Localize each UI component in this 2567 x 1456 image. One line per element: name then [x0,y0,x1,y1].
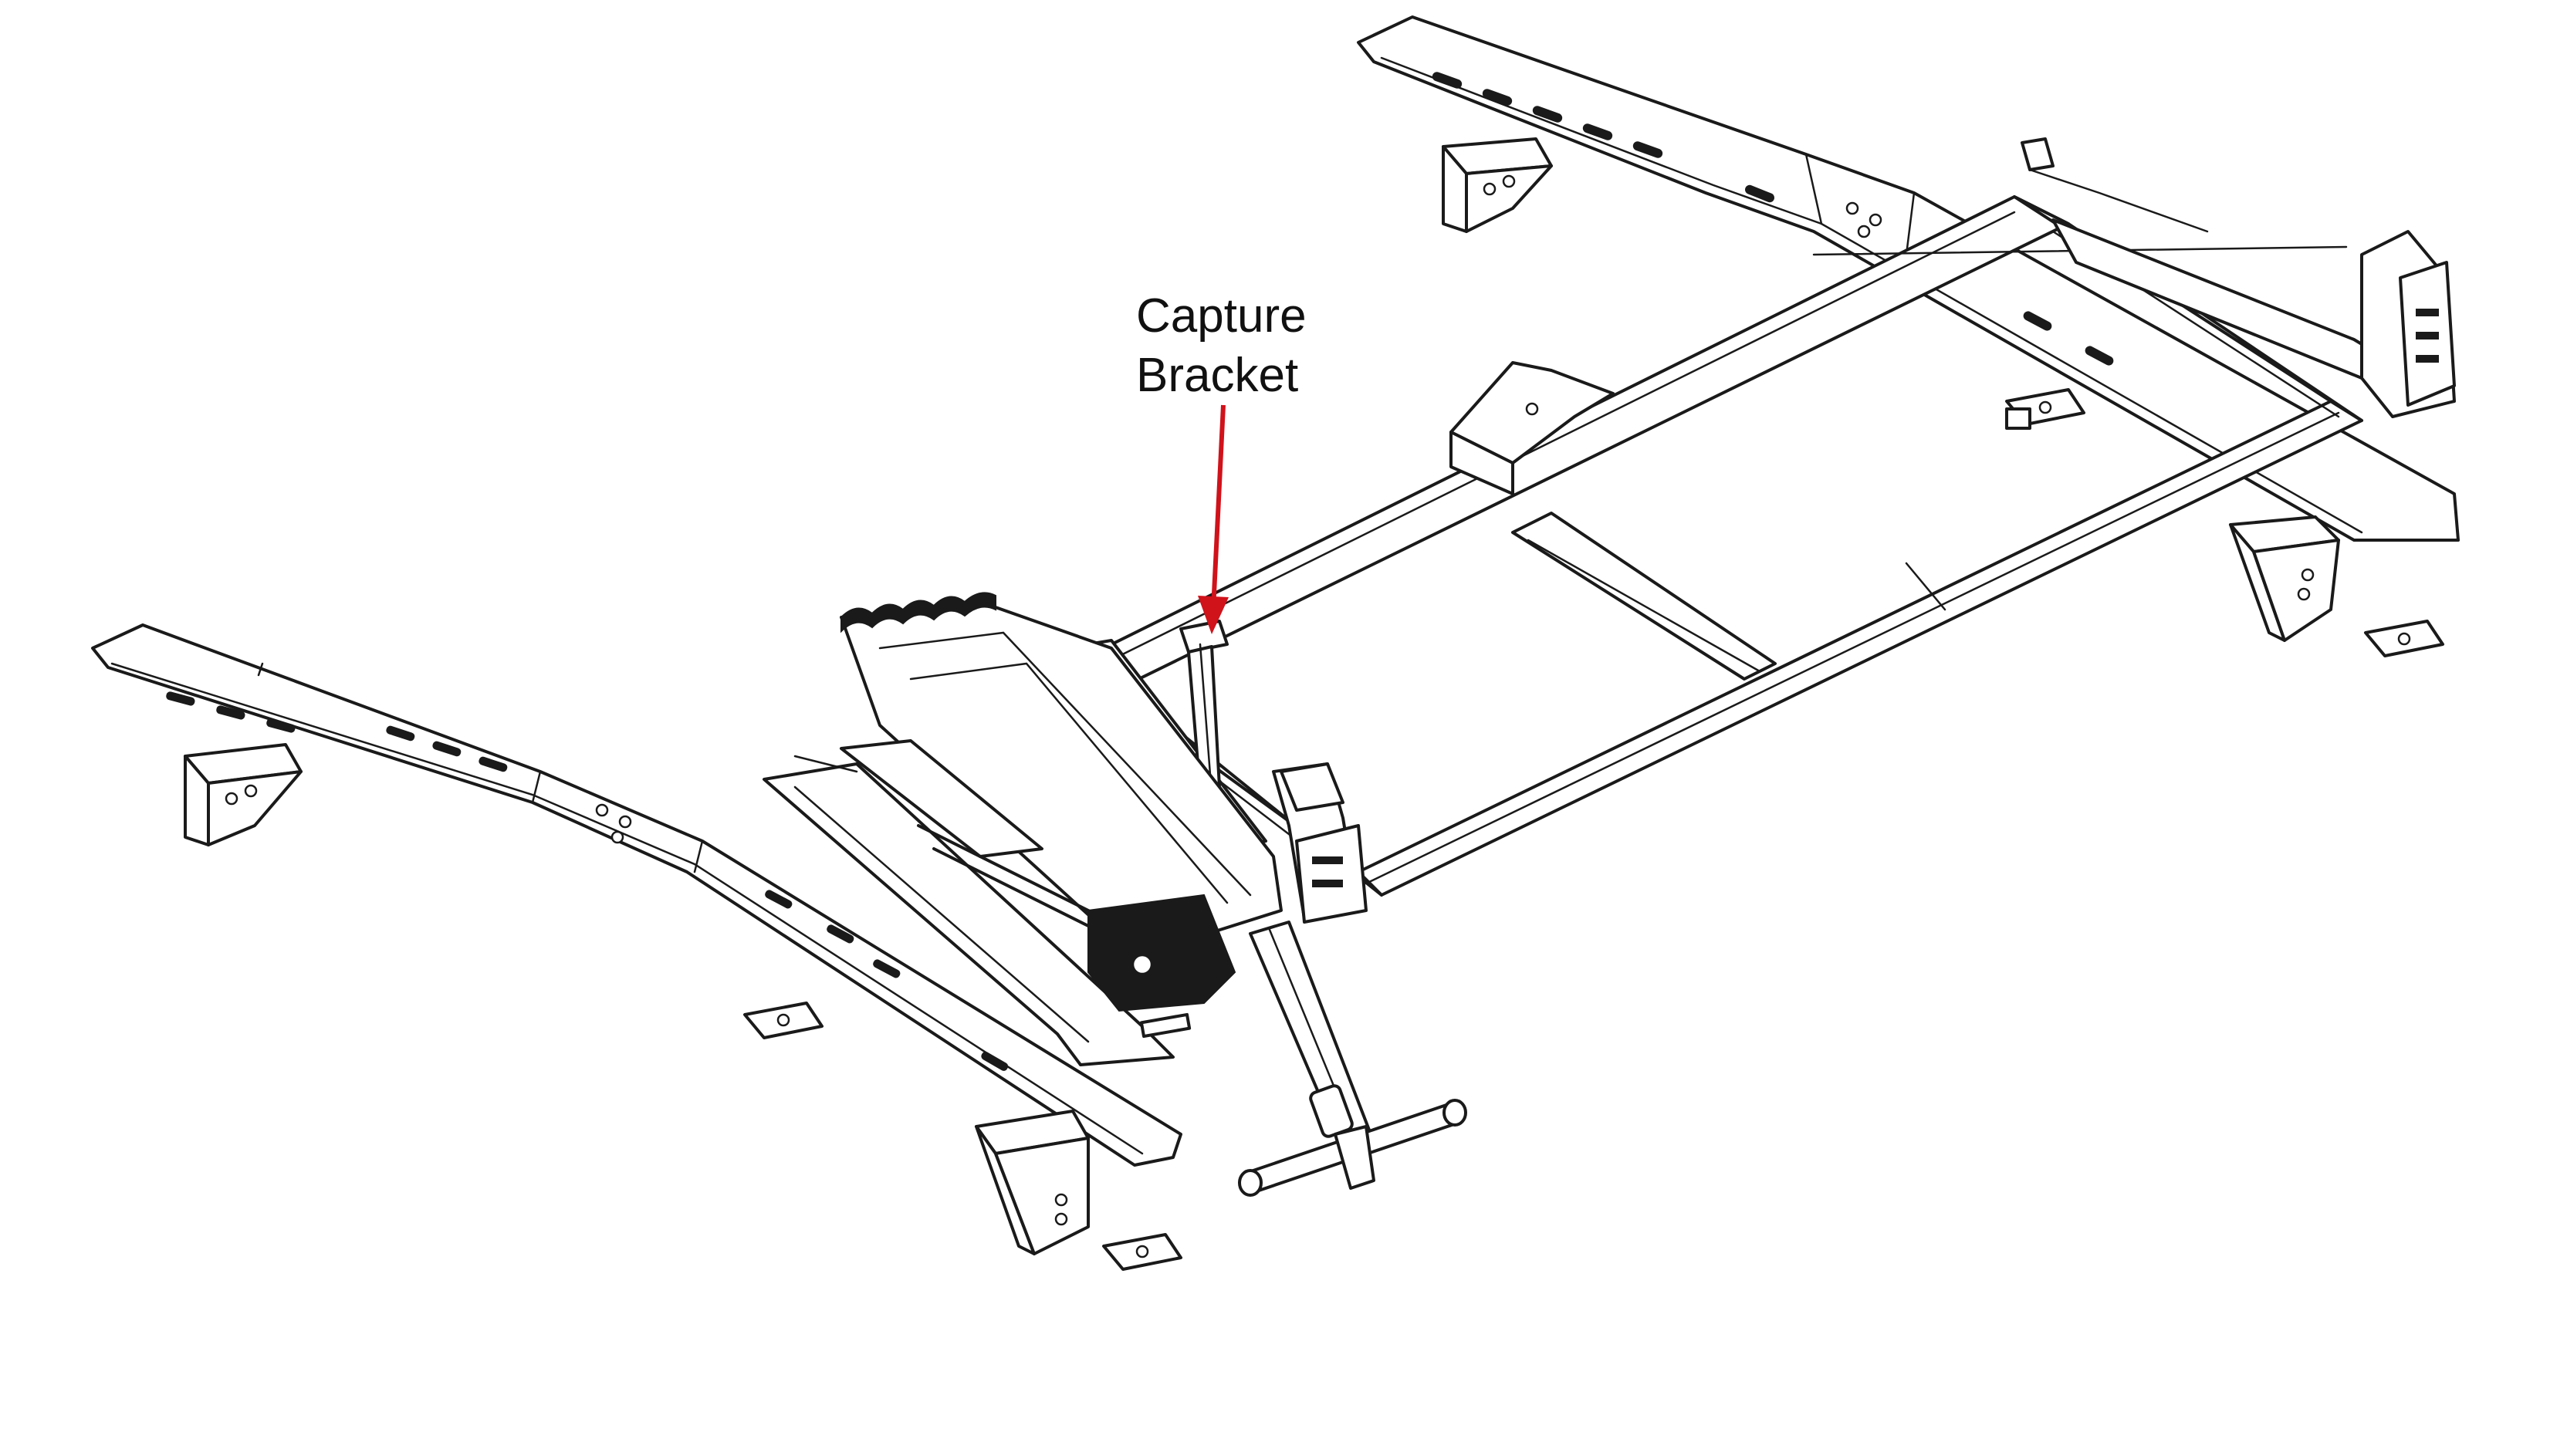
callout-arrowhead [1198,596,1229,634]
front-mount-bracket-left [184,743,303,846]
capture-bracket [1179,620,1229,796]
rear-cross-beam [2021,137,2456,418]
clip-plate-3 [743,1002,824,1039]
callout-arrow-shaft [1211,404,1226,610]
tow-bar [1238,921,1467,1197]
clip-plate-4 [1102,1233,1182,1271]
front-mount-bracket-right [975,1110,1090,1255]
capture-bracket-callout: Capture Bracket [1136,289,1307,634]
callout-label-line1: Capture [1136,289,1307,343]
clip-plate-2 [2364,620,2444,657]
rear-mount-bracket-right [2229,515,2340,642]
rear-mount-bracket-left [1442,137,1553,233]
callout-label-line2: Bracket [1136,349,1298,402]
center-rail-bracket [1449,361,1615,495]
hitch-ramp-assembly [763,592,1283,1066]
clip-plate-1 [2005,388,2085,430]
